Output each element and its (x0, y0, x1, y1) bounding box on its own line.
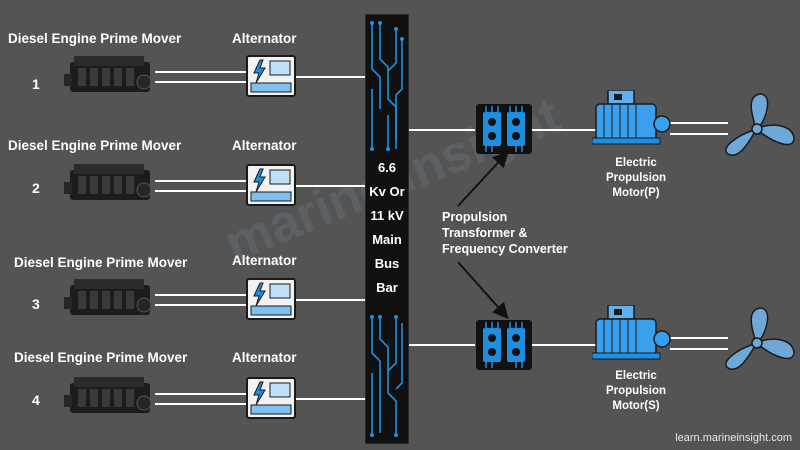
row-number-4: 4 (32, 392, 40, 408)
alternator-label-4: Alternator (232, 350, 297, 365)
alternator-label-3: Alternator (232, 253, 297, 268)
converter-label-line-3: Frequency Converter (442, 242, 568, 256)
cable-bus-conv-p (407, 129, 475, 131)
converter-icon (483, 106, 525, 152)
alternator-icon (246, 164, 296, 206)
diesel-engine-icon (64, 279, 152, 315)
main-bus-bar: 6.6 Kv Or 11 kV Main Bus Bar (365, 14, 409, 444)
propulsion-converter-p (476, 104, 532, 154)
propeller-icon (725, 93, 795, 157)
arrow-to-converter-s (457, 261, 509, 319)
shaft-p-b (670, 133, 728, 135)
engine-label-2: Diesel Engine Prime Mover (8, 138, 182, 153)
cable-engine-alt-3a (155, 294, 247, 296)
busbar-text-5: Bus (374, 256, 400, 271)
busbar-text-2: Kv Or (369, 184, 405, 199)
converter-icon (483, 322, 525, 368)
cable-conv-motor-p (530, 129, 596, 131)
motor-label-p-line-1: Electric (615, 157, 657, 169)
diesel-engine-icon (64, 164, 152, 200)
busbar-text-4: Main (372, 232, 402, 247)
cable-bus-conv-s (407, 344, 475, 346)
cable-engine-alt-1a (155, 71, 247, 73)
cable-alt-bus-4 (296, 398, 366, 400)
motor-label-s-line-1: Electric (615, 370, 657, 382)
alternator-label-2: Alternator (232, 138, 297, 153)
converter-label: Propulsion Transformer & Frequency Conve… (442, 209, 568, 257)
engine-label-1: Diesel Engine Prime Mover (8, 31, 182, 46)
row-number-3: 3 (32, 296, 40, 312)
engine-label-3: Diesel Engine Prime Mover (14, 255, 188, 270)
propulsion-converter-s (476, 320, 532, 370)
alternator-label-1: Alternator (232, 31, 297, 46)
diesel-engine-icon (64, 56, 152, 92)
motor-label-s: Electric Propulsion Motor(S) (596, 369, 676, 414)
alternator-icon (246, 377, 296, 419)
busbar-text-1: 6.6 (377, 160, 397, 175)
cable-engine-alt-2a (155, 180, 247, 182)
motor-label-p: Electric Propulsion Motor(P) (596, 156, 676, 201)
engine-label-4: Diesel Engine Prime Mover (14, 350, 188, 365)
cable-engine-alt-4b (155, 403, 247, 405)
converter-label-line-1: Propulsion (442, 210, 508, 224)
cable-alt-bus-1 (296, 76, 366, 78)
diesel-engine-icon (64, 377, 152, 413)
cable-engine-alt-2b (155, 190, 247, 192)
arrow-to-converter-p (457, 151, 509, 207)
motor-label-p-line-3: Motor(P) (612, 187, 660, 199)
alternator-icon (246, 278, 296, 320)
propeller-icon (725, 307, 795, 371)
electric-motor-icon (592, 305, 671, 360)
alternator-icon (246, 55, 296, 97)
cable-alt-bus-2 (296, 185, 366, 187)
shaft-p-a (670, 122, 728, 124)
motor-label-s-line-2: Propulsion (605, 385, 667, 397)
busbar-text-6: Bar (376, 280, 398, 295)
row-number-1: 1 (32, 76, 40, 92)
credit-text: learn.marineinsight.com (675, 432, 792, 444)
circuit-pattern-icon (370, 21, 404, 151)
shaft-s-b (670, 348, 728, 350)
converter-arrows (457, 151, 509, 319)
converter-label-line-2: Transformer & (442, 226, 528, 240)
electric-motor-icon (592, 90, 671, 145)
shaft-s-a (670, 337, 728, 339)
cable-engine-alt-4a (155, 393, 247, 395)
cable-engine-alt-3b (155, 304, 247, 306)
row-number-2: 2 (32, 180, 40, 196)
cable-engine-alt-1b (155, 81, 247, 83)
motor-label-s-line-3: Motor(S) (612, 400, 660, 412)
cable-conv-motor-s (530, 344, 596, 346)
circuit-pattern-icon (370, 315, 403, 437)
motor-label-p-line-2: Propulsion (605, 172, 667, 184)
cable-alt-bus-3 (296, 299, 366, 301)
busbar-text-3: 11 kV (370, 208, 404, 223)
